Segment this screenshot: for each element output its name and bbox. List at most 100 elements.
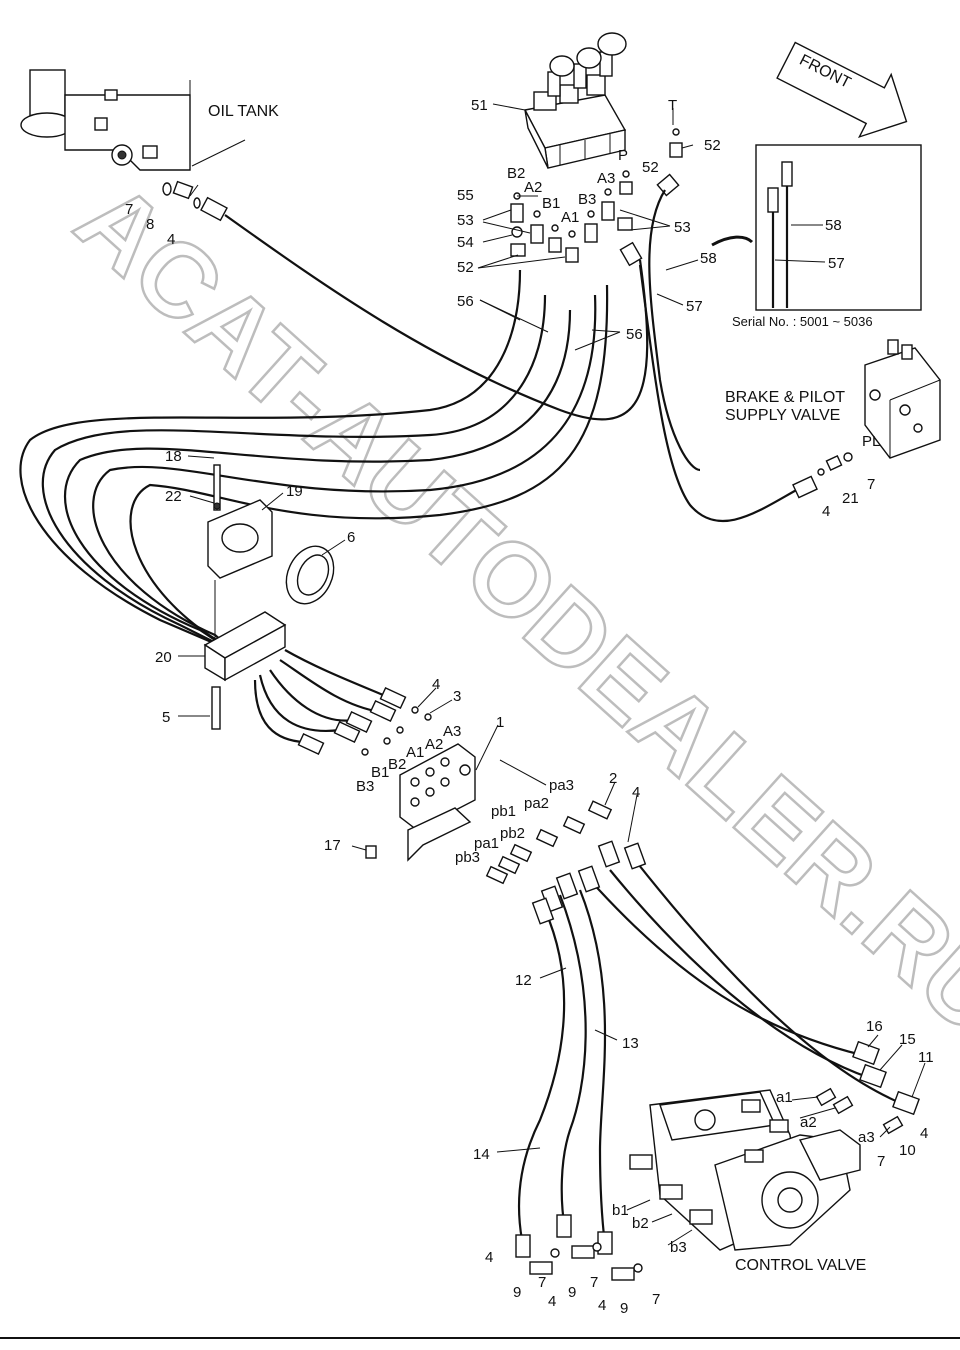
port-p: P bbox=[618, 147, 628, 164]
pilot-manifold bbox=[365, 743, 476, 862]
serial-inset bbox=[755, 144, 922, 311]
callout-52: 52 bbox=[457, 259, 474, 276]
callout-9: 9 bbox=[568, 1284, 576, 1301]
serial-label: Serial No. : 5001 ~ 5036 bbox=[732, 314, 873, 329]
leader-lines bbox=[178, 108, 926, 1246]
port-a1-cv: a1 bbox=[776, 1089, 793, 1106]
remote-control-valve bbox=[523, 32, 627, 169]
port-b2: B2 bbox=[507, 165, 525, 182]
port-b1: B1 bbox=[371, 764, 389, 781]
callout-4: 4 bbox=[920, 1125, 928, 1142]
front-arrow bbox=[776, 41, 908, 139]
callout-19: 19 bbox=[286, 483, 303, 500]
callout-11: 11 bbox=[918, 1049, 934, 1066]
port-a2: A2 bbox=[425, 736, 443, 753]
callout-6: 6 bbox=[347, 529, 355, 546]
port-a2: A2 bbox=[524, 179, 542, 196]
port-pa3: pa3 bbox=[549, 777, 574, 794]
callout-17: 17 bbox=[324, 837, 341, 854]
callout-56: 56 bbox=[626, 326, 643, 343]
port-pb3: pb3 bbox=[455, 849, 480, 866]
port-a1: A1 bbox=[406, 744, 424, 761]
callout-51: 51 bbox=[471, 97, 488, 114]
main-control-valve bbox=[629, 1089, 861, 1251]
callout-9: 9 bbox=[620, 1300, 628, 1317]
callout-3: 3 bbox=[453, 688, 461, 705]
brake-pilot-supply-valve bbox=[792, 339, 941, 499]
callout-18: 18 bbox=[165, 448, 182, 465]
callout-53: 53 bbox=[457, 212, 474, 229]
callout-2: 2 bbox=[609, 770, 617, 787]
callout-15: 15 bbox=[899, 1031, 916, 1048]
port-a1: A1 bbox=[561, 209, 579, 226]
callout-53: 53 bbox=[674, 219, 691, 236]
callout-52: 52 bbox=[704, 137, 721, 154]
lower-connectors bbox=[485, 800, 647, 925]
callout-58: 58 bbox=[825, 217, 842, 234]
brake-valve-label-2: SUPPLY VALVE bbox=[725, 407, 840, 424]
seal-6 bbox=[285, 545, 335, 605]
callout-14: 14 bbox=[473, 1146, 490, 1163]
callout-4: 4 bbox=[548, 1293, 556, 1310]
port-pl: PL bbox=[862, 433, 880, 450]
hose-clamp-block bbox=[203, 611, 287, 730]
oil-tank bbox=[20, 69, 191, 171]
callout-5: 5 bbox=[162, 709, 170, 726]
callout-10: 10 bbox=[899, 1142, 916, 1159]
callout-7: 7 bbox=[125, 201, 133, 218]
callout-4: 4 bbox=[167, 231, 175, 248]
callout-22: 22 bbox=[165, 488, 182, 505]
control-valve-label: CONTROL VALVE bbox=[735, 1257, 866, 1274]
port-a3: A3 bbox=[443, 723, 461, 740]
port-b2-cv: b2 bbox=[632, 1215, 649, 1232]
callout-12: 12 bbox=[515, 972, 532, 989]
callout-56: 56 bbox=[457, 293, 474, 310]
callout-4: 4 bbox=[485, 1249, 493, 1266]
callout-8: 8 bbox=[146, 216, 154, 233]
port-t: T bbox=[668, 97, 677, 114]
port-b2: B2 bbox=[388, 756, 406, 773]
port-pa1: pa1 bbox=[474, 835, 499, 852]
port-pb2: pb2 bbox=[500, 825, 525, 842]
callout-7: 7 bbox=[538, 1274, 546, 1291]
oil-tank-label: OIL TANK bbox=[208, 103, 279, 120]
callout-labels: 7 8 4 51 52 52 55 53 54 52 53 58 57 58 5… bbox=[125, 97, 934, 1317]
callout-58: 58 bbox=[700, 250, 717, 267]
callout-4: 4 bbox=[432, 676, 440, 693]
callout-4: 4 bbox=[822, 503, 830, 520]
port-b3-cv: b3 bbox=[670, 1239, 687, 1256]
callout-4: 4 bbox=[598, 1297, 606, 1314]
port-b3: B3 bbox=[578, 191, 596, 208]
port-a3-cv: a3 bbox=[858, 1129, 875, 1146]
callout-7: 7 bbox=[877, 1153, 885, 1170]
hose-bundle bbox=[19, 189, 906, 1246]
callout-52: 52 bbox=[642, 159, 659, 176]
hose-end-fittings bbox=[297, 686, 432, 756]
callout-9: 9 bbox=[513, 1284, 521, 1301]
brake-valve-label-1: BRAKE & PILOT bbox=[725, 389, 845, 406]
pilot-valve-fittings bbox=[510, 128, 683, 267]
callout-1: 1 bbox=[496, 714, 504, 731]
port-b1: B1 bbox=[542, 195, 560, 212]
callout-7: 7 bbox=[652, 1291, 660, 1308]
callout-16: 16 bbox=[866, 1018, 883, 1035]
port-pa2: pa2 bbox=[524, 795, 549, 812]
control-valve-fittings bbox=[515, 1040, 920, 1281]
port-a3: A3 bbox=[597, 170, 615, 187]
callout-57: 57 bbox=[828, 255, 845, 272]
port-b3: B3 bbox=[356, 778, 374, 795]
callout-54: 54 bbox=[457, 234, 474, 251]
callout-20: 20 bbox=[155, 649, 172, 666]
callout-13: 13 bbox=[622, 1035, 639, 1052]
callout-7: 7 bbox=[867, 476, 875, 493]
port-a2-cv: a2 bbox=[800, 1114, 817, 1131]
callout-4: 4 bbox=[632, 784, 640, 801]
callout-57: 57 bbox=[686, 298, 703, 315]
callout-7: 7 bbox=[590, 1274, 598, 1291]
port-pb1: pb1 bbox=[491, 803, 516, 820]
callout-55: 55 bbox=[457, 187, 474, 204]
bracket-19 bbox=[207, 464, 273, 640]
port-b1-cv: b1 bbox=[612, 1202, 629, 1219]
callout-21: 21 bbox=[842, 490, 859, 507]
